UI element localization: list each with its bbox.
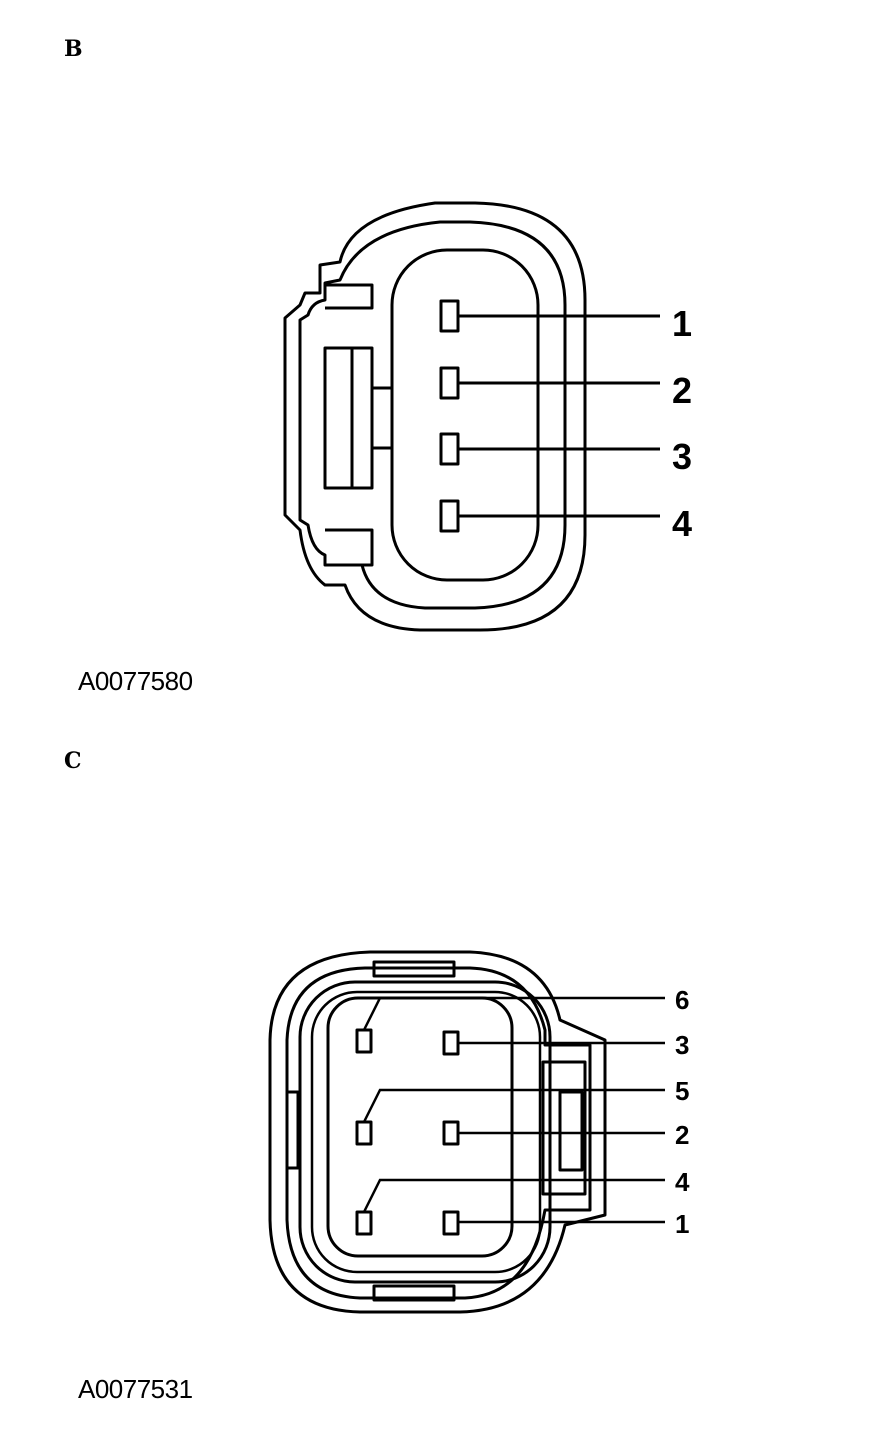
connector-c-leader-4 [362, 1178, 665, 1213]
connector-c-side-tab [287, 1090, 300, 1170]
connector-b-pin-1 [439, 299, 460, 333]
connector-b-pin-label-4: 4 [672, 503, 692, 544]
connector-b-pin-label-2: 2 [672, 370, 692, 411]
connector-b-pin-3 [439, 432, 460, 466]
connector-c-pin-4 [355, 1210, 373, 1236]
connector-c-pin-6 [355, 1028, 373, 1054]
section-c-label: C [64, 748, 82, 774]
connector-b: 1 2 3 4 [283, 201, 692, 632]
connector-c-pin-label-4: 4 [675, 1167, 690, 1197]
connector-b-pin-label-3: 3 [672, 436, 692, 477]
connector-b-latch-lower [325, 528, 374, 567]
connector-c-pin-2 [442, 1120, 460, 1146]
connector-b-latch [325, 283, 374, 310]
connector-c-pin-label-5: 5 [675, 1076, 689, 1106]
connector-c-pin-label-3: 3 [675, 1030, 689, 1060]
connector-c-pin-5 [355, 1120, 373, 1146]
connector-b-inner-housing [298, 220, 567, 610]
connector-c-leader-5 [362, 1088, 665, 1123]
section-b-ref-code: A0077580 [78, 666, 193, 696]
connector-c-pin-label-1: 1 [675, 1209, 689, 1239]
connector-b-latch-tabs [372, 386, 392, 450]
connector-b-pin-2 [439, 366, 460, 400]
connector-c: 6 3 5 2 4 1 [268, 950, 690, 1314]
section-c-ref-code: A0077531 [78, 1374, 193, 1404]
connector-c-bottom-tab [372, 1284, 456, 1302]
connector-b-outer-housing [283, 201, 587, 632]
connector-b-pin-label-1: 1 [672, 303, 692, 344]
connector-b-pin-4 [439, 499, 460, 533]
connector-c-pin-3 [442, 1030, 460, 1056]
connector-c-pin-label-6: 6 [675, 985, 689, 1015]
connector-c-top-tab [372, 960, 456, 978]
connector-c-latch-inner [558, 1090, 584, 1172]
section-b-label: B [64, 36, 83, 62]
connector-c-leader-6 [362, 996, 665, 1031]
connector-c-pin-1 [442, 1210, 460, 1236]
connector-c-outer-housing [268, 950, 607, 1314]
connector-c-latch-outer [541, 1060, 587, 1196]
connector-b-latch-body [323, 346, 374, 490]
connector-c-second-housing [285, 966, 592, 1300]
connector-c-pin-label-2: 2 [675, 1120, 689, 1150]
connector-b-pin-cavity [390, 248, 540, 582]
